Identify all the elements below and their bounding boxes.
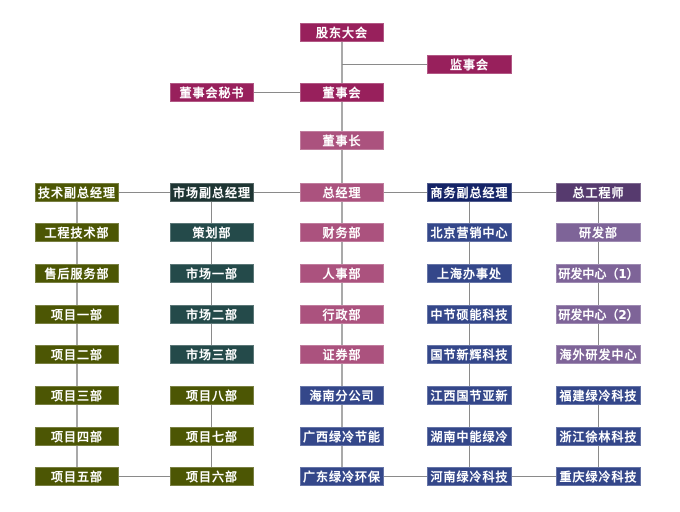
node-project-dept-3: 项目三部 bbox=[35, 386, 119, 405]
connector-line bbox=[384, 192, 427, 193]
node-zhejiang-xulin: 浙江徐林科技 bbox=[556, 427, 641, 446]
connector-line bbox=[119, 192, 170, 193]
node-chief-engineer: 总工程师 bbox=[556, 183, 641, 202]
node-shareholders-meeting: 股东大会 bbox=[300, 23, 384, 42]
node-market-vp: 市场副总经理 bbox=[170, 183, 254, 202]
node-fujian-company: 福建绿冷科技 bbox=[556, 386, 641, 405]
node-guangdong-company: 广东绿冷环保 bbox=[300, 467, 384, 486]
node-chongqing-company: 重庆绿冷科技 bbox=[556, 467, 641, 486]
node-board-of-directors: 董事会 bbox=[300, 83, 384, 102]
node-beijing-sales-center: 北京营销中心 bbox=[427, 223, 512, 242]
node-securities-dept: 证券部 bbox=[300, 345, 384, 364]
node-rd-center-2: 研发中心（2） bbox=[556, 305, 641, 324]
node-project-dept-2: 项目二部 bbox=[35, 345, 119, 364]
node-guojie-xinhui: 国节新辉科技 bbox=[427, 345, 512, 364]
node-guangxi-company: 广西绿冷节能 bbox=[300, 427, 384, 446]
node-project-dept-5: 项目五部 bbox=[35, 467, 119, 486]
node-admin-dept: 行政部 bbox=[300, 305, 384, 324]
node-market-dept-2: 市场二部 bbox=[170, 305, 254, 324]
node-zhongjie-shuoneng: 中节硕能科技 bbox=[427, 305, 512, 324]
connector-line bbox=[342, 64, 427, 65]
node-engineering-dept: 工程技术部 bbox=[35, 223, 119, 242]
node-chairman: 董事长 bbox=[300, 131, 384, 150]
connector-line bbox=[119, 476, 170, 477]
connector-line bbox=[341, 42, 343, 467]
node-project-dept-8: 项目八部 bbox=[170, 386, 254, 405]
node-project-dept-4: 项目四部 bbox=[35, 427, 119, 446]
node-board-of-supervisors: 监事会 bbox=[427, 55, 512, 74]
node-finance-dept: 财务部 bbox=[300, 223, 384, 242]
connector-line bbox=[512, 192, 556, 193]
connector-line bbox=[384, 476, 427, 477]
node-project-dept-1: 项目一部 bbox=[35, 305, 119, 324]
node-hainan-branch: 海南分公司 bbox=[300, 386, 384, 405]
node-business-vp: 商务副总经理 bbox=[427, 183, 512, 202]
node-rd-center-1: 研发中心（1） bbox=[556, 264, 641, 283]
node-tech-vp: 技术副总经理 bbox=[35, 183, 119, 202]
connector-line bbox=[254, 192, 300, 193]
connector-line bbox=[76, 202, 78, 467]
node-henan-company: 河南绿冷科技 bbox=[427, 467, 512, 486]
node-project-dept-7: 项目七部 bbox=[170, 427, 254, 446]
node-hunan-zhongneng: 湖南中能绿冷 bbox=[427, 427, 512, 446]
node-market-dept-1: 市场一部 bbox=[170, 264, 254, 283]
node-rd-dept: 研发部 bbox=[556, 223, 641, 242]
connector-line bbox=[469, 202, 470, 467]
node-jiangxi-guojie-yaxin: 江西国节亚新 bbox=[427, 386, 512, 405]
node-hr-dept: 人事部 bbox=[300, 264, 384, 283]
connector-line bbox=[254, 92, 300, 93]
node-overseas-rd-center: 海外研发中心 bbox=[556, 345, 641, 364]
node-planning-dept: 策划部 bbox=[170, 223, 254, 242]
node-general-manager: 总经理 bbox=[300, 183, 384, 202]
node-after-sales-dept: 售后服务部 bbox=[35, 264, 119, 283]
connector-line bbox=[512, 476, 556, 477]
node-board-secretary: 董事会秘书 bbox=[170, 83, 254, 102]
node-project-dept-6: 项目六部 bbox=[170, 467, 254, 486]
node-market-dept-3: 市场三部 bbox=[170, 345, 254, 364]
node-shanghai-office: 上海办事处 bbox=[427, 264, 512, 283]
